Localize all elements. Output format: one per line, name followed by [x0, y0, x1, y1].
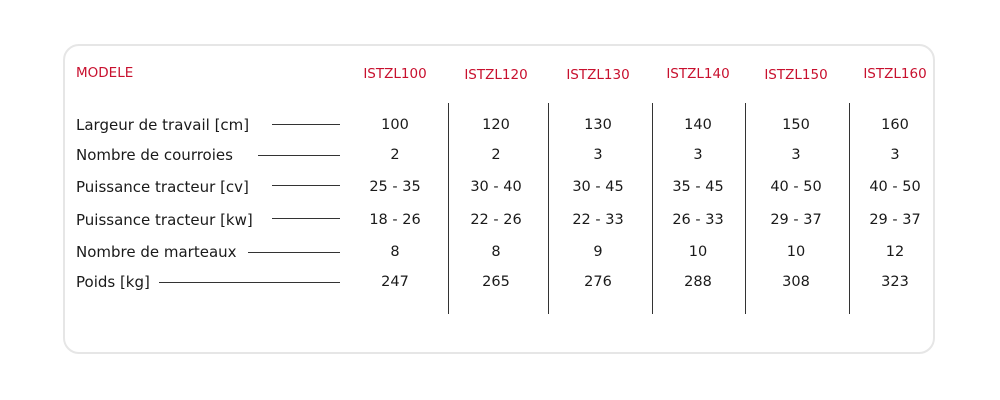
leader-line: [159, 282, 340, 283]
column-separator: [548, 103, 549, 314]
column-header-istzl150: ISTZL150: [764, 67, 828, 83]
table-cell: 130: [584, 117, 612, 133]
leader-line: [272, 185, 340, 186]
row-label: Puissance tracteur [cv]: [76, 178, 249, 196]
table-cell: 29 - 37: [770, 212, 822, 228]
column-separator: [745, 103, 746, 314]
table-cell: 30 - 45: [572, 179, 624, 195]
table-cell: 288: [684, 274, 712, 290]
table-cell: 3: [593, 147, 603, 163]
column-separator: [448, 103, 449, 314]
leader-line: [272, 124, 340, 125]
column-header-istzl160: ISTZL160: [863, 66, 927, 82]
table-cell: 22 - 33: [572, 212, 624, 228]
table-cell: 2: [491, 147, 501, 163]
table-cell: 140: [684, 117, 712, 133]
table-cell: 276: [584, 274, 612, 290]
row-label: Nombre de courroies: [76, 146, 233, 164]
column-separator: [652, 103, 653, 314]
table-cell: 26 - 33: [672, 212, 724, 228]
table-cell: 10: [688, 244, 708, 260]
table-cell: 29 - 37: [869, 212, 921, 228]
table-cell: 18 - 26: [369, 212, 421, 228]
row-label: Nombre de marteaux: [76, 243, 237, 261]
table-cell: 323: [881, 274, 909, 290]
table-cell: 8: [390, 244, 400, 260]
table-cell: 150: [782, 117, 810, 133]
spec-card: [63, 44, 935, 354]
table-cell: 160: [881, 117, 909, 133]
table-cell: 40 - 50: [869, 179, 921, 195]
column-header-istzl140: ISTZL140: [666, 66, 730, 82]
table-cell: 10: [786, 244, 806, 260]
leader-line: [258, 155, 340, 156]
column-header-istzl100: ISTZL100: [363, 66, 427, 82]
table-cell: 2: [390, 147, 400, 163]
model-header: MODELE: [76, 65, 134, 81]
table-cell: 22 - 26: [470, 212, 522, 228]
table-cell: 8: [491, 244, 501, 260]
table-cell: 30 - 40: [470, 179, 522, 195]
table-cell: 25 - 35: [369, 179, 421, 195]
table-cell: 3: [791, 147, 801, 163]
leader-line: [248, 252, 340, 253]
column-header-istzl130: ISTZL130: [566, 67, 630, 83]
row-label: Largeur de travail [cm]: [76, 116, 250, 134]
table-cell: 3: [693, 147, 703, 163]
table-cell: 40 - 50: [770, 179, 822, 195]
table-cell: 120: [482, 117, 510, 133]
column-separator: [849, 103, 850, 314]
table-cell: 265: [482, 274, 510, 290]
table-cell: 308: [782, 274, 810, 290]
table-cell: 35 - 45: [672, 179, 724, 195]
table-cell: 9: [593, 244, 603, 260]
table-cell: 247: [381, 274, 409, 290]
table-cell: 100: [381, 117, 409, 133]
column-header-istzl120: ISTZL120: [464, 67, 528, 83]
row-label: Poids [kg]: [76, 273, 150, 291]
leader-line: [272, 218, 340, 219]
row-label: Puissance tracteur [kw]: [76, 211, 253, 229]
table-cell: 3: [890, 147, 900, 163]
table-cell: 12: [885, 244, 905, 260]
